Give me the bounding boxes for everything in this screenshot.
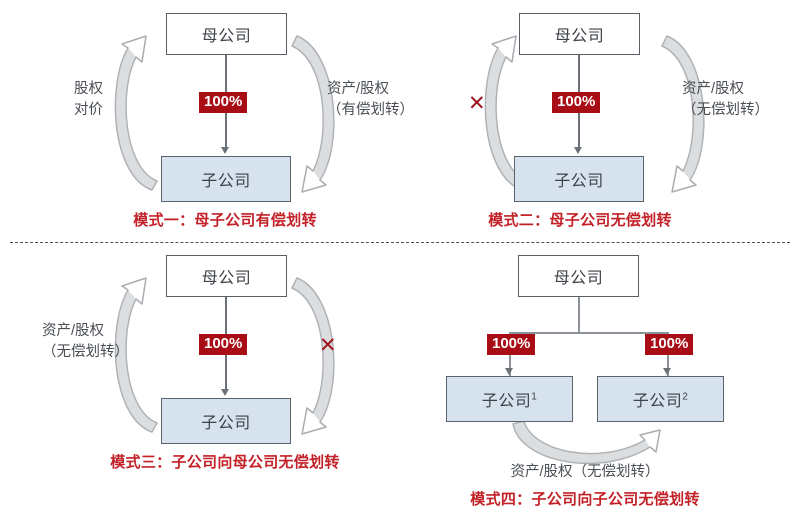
q1-right-label-line1: 资产/股权 (327, 81, 390, 97)
q2-parent-label: 母公司 (554, 28, 605, 45)
q1-left-label-line2: 对价 (74, 102, 103, 119)
q2-connector-arrowhead (574, 147, 582, 154)
q1-left-label-line1: 股权 (74, 81, 103, 97)
q2-right-label-line2: （无偿划转） (682, 102, 769, 119)
q3-percent-badge: 100% (199, 334, 248, 355)
q1-right-label-line2: （有偿划转） (327, 102, 414, 119)
q1-connector-arrowhead (221, 147, 229, 154)
q4-caption: 模式四：子公司向子公司无偿划转 (470, 491, 700, 508)
q2-child-box[interactable]: 子公司 (514, 156, 644, 202)
q1-parent-label: 母公司 (201, 28, 252, 45)
q3-blocked-x-icon: ✕ (319, 333, 337, 357)
q2-right-label-line1: 资产/股权 (682, 81, 745, 97)
q4-percent-badge-left: 100% (487, 334, 536, 355)
q3-left-label-line2: （无偿划转） (42, 344, 129, 361)
q2-caption: 模式二：母子公司无偿划转 (488, 212, 672, 229)
q4-right-arrowhead (663, 368, 671, 375)
arrow-q4-child1-to-child2 (512, 420, 661, 465)
q1-right-label: 资产/股权 （有偿划转） (327, 79, 414, 121)
q2-parent-box[interactable]: 母公司 (519, 13, 640, 55)
q4-branch-line (509, 332, 669, 334)
q3-parent-box[interactable]: 母公司 (166, 255, 287, 297)
q4-transfer-label: 资产/股权（无偿划转） (510, 464, 660, 480)
q2-blocked-x-icon: ✕ (468, 91, 486, 115)
q4-child1-box[interactable]: 子公司1 (446, 376, 573, 422)
q4-left-arrowhead (505, 368, 513, 375)
q4-child2-label: 子公司2 (632, 391, 689, 410)
q4-parent-label: 母公司 (553, 270, 604, 287)
q3-left-label-line1: 资产/股权 (42, 323, 105, 339)
q4-trunk-line (578, 297, 580, 333)
q3-parent-label: 母公司 (201, 270, 252, 287)
q2-child-label: 子公司 (554, 173, 604, 190)
q4-child2-box[interactable]: 子公司2 (597, 376, 724, 422)
q4-percent-badge-right: 100% (645, 334, 694, 355)
arrow-q1-left-up (114, 35, 158, 191)
q4-parent-box[interactable]: 母公司 (518, 255, 639, 297)
q2-right-label: 资产/股权 （无偿划转） (682, 79, 769, 121)
q1-parent-box[interactable]: 母公司 (166, 13, 287, 55)
q3-connector-arrowhead (221, 389, 229, 396)
q2-percent-badge: 100% (552, 92, 601, 113)
q1-child-label: 子公司 (201, 173, 251, 190)
q4-child1-label: 子公司1 (481, 391, 538, 410)
q3-child-label: 子公司 (201, 415, 251, 432)
q1-caption: 模式一：母子公司有偿划转 (133, 212, 317, 229)
q3-caption: 模式三：子公司向母公司无偿划转 (110, 454, 340, 471)
q4-child2-superscript: 2 (682, 391, 689, 403)
q3-left-label: 资产/股权 （无偿划转） (42, 321, 129, 363)
q1-percent-badge: 100% (199, 92, 248, 113)
q1-left-label: 股权 对价 (74, 79, 103, 121)
q3-child-box[interactable]: 子公司 (161, 398, 291, 444)
q1-child-box[interactable]: 子公司 (161, 156, 291, 202)
q4-child1-superscript: 1 (531, 391, 538, 403)
section-divider (10, 242, 790, 243)
